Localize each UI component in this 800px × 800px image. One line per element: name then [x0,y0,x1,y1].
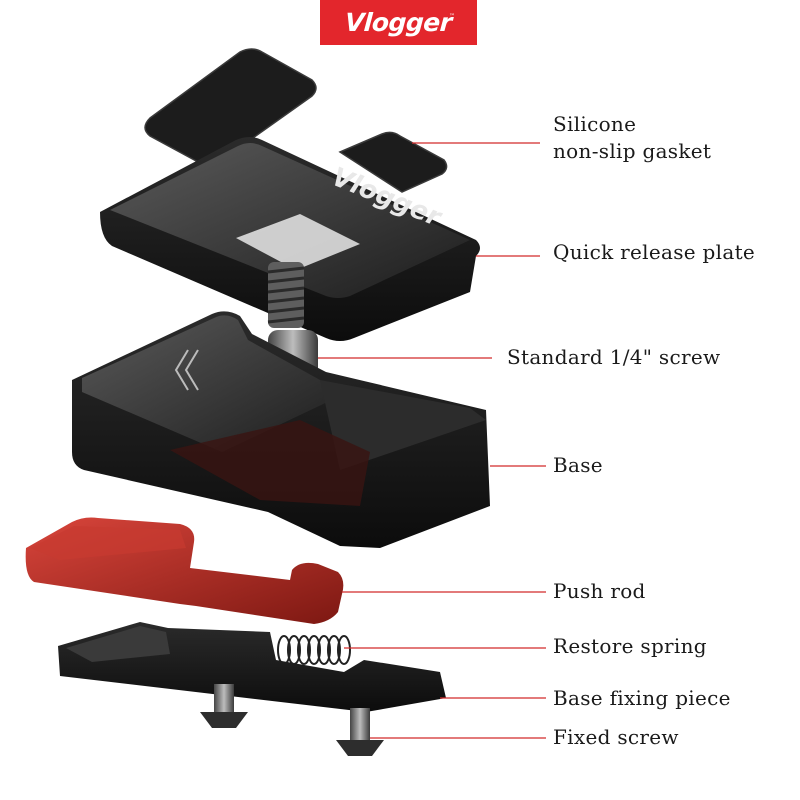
label-line: Quick release plate [553,240,756,264]
silicone-gasket [144,48,448,193]
label-line: Restore spring [553,634,707,658]
brand-tm: ™ [449,13,455,20]
label-standard-screw: Standard 1/4" screw [507,344,720,371]
standard-screw-shape [267,262,318,378]
label-silicone-gasket: Silicone non-slip gasket [553,111,711,165]
label-line: Silicone [553,112,637,136]
fixed-screw-shape [200,684,384,756]
label-line: Base fixing piece [553,686,731,710]
label-fixed-screw: Fixed screw [553,724,679,751]
base-shape [72,311,490,548]
label-line: non-slip gasket [553,139,712,163]
brand-name: Vlogger [344,8,453,37]
label-restore-spring: Restore spring [553,633,707,660]
label-line: Fixed screw [553,725,679,749]
label-base: Base [553,452,603,479]
label-base-fixing-piece: Base fixing piece [553,685,731,712]
label-push-rod: Push rod [553,578,646,605]
label-line: Base [553,453,603,477]
restore-spring-shape [277,635,351,665]
label-quick-release-plate: Quick release plate [553,239,755,266]
label-line: Standard 1/4" screw [507,345,721,369]
leader-lines [318,142,546,739]
base-fixing-piece-shape [58,622,446,712]
push-rod-shape [25,517,344,624]
label-line: Push rod [553,579,646,603]
brand-logo: Vlogger ™ [320,0,477,45]
